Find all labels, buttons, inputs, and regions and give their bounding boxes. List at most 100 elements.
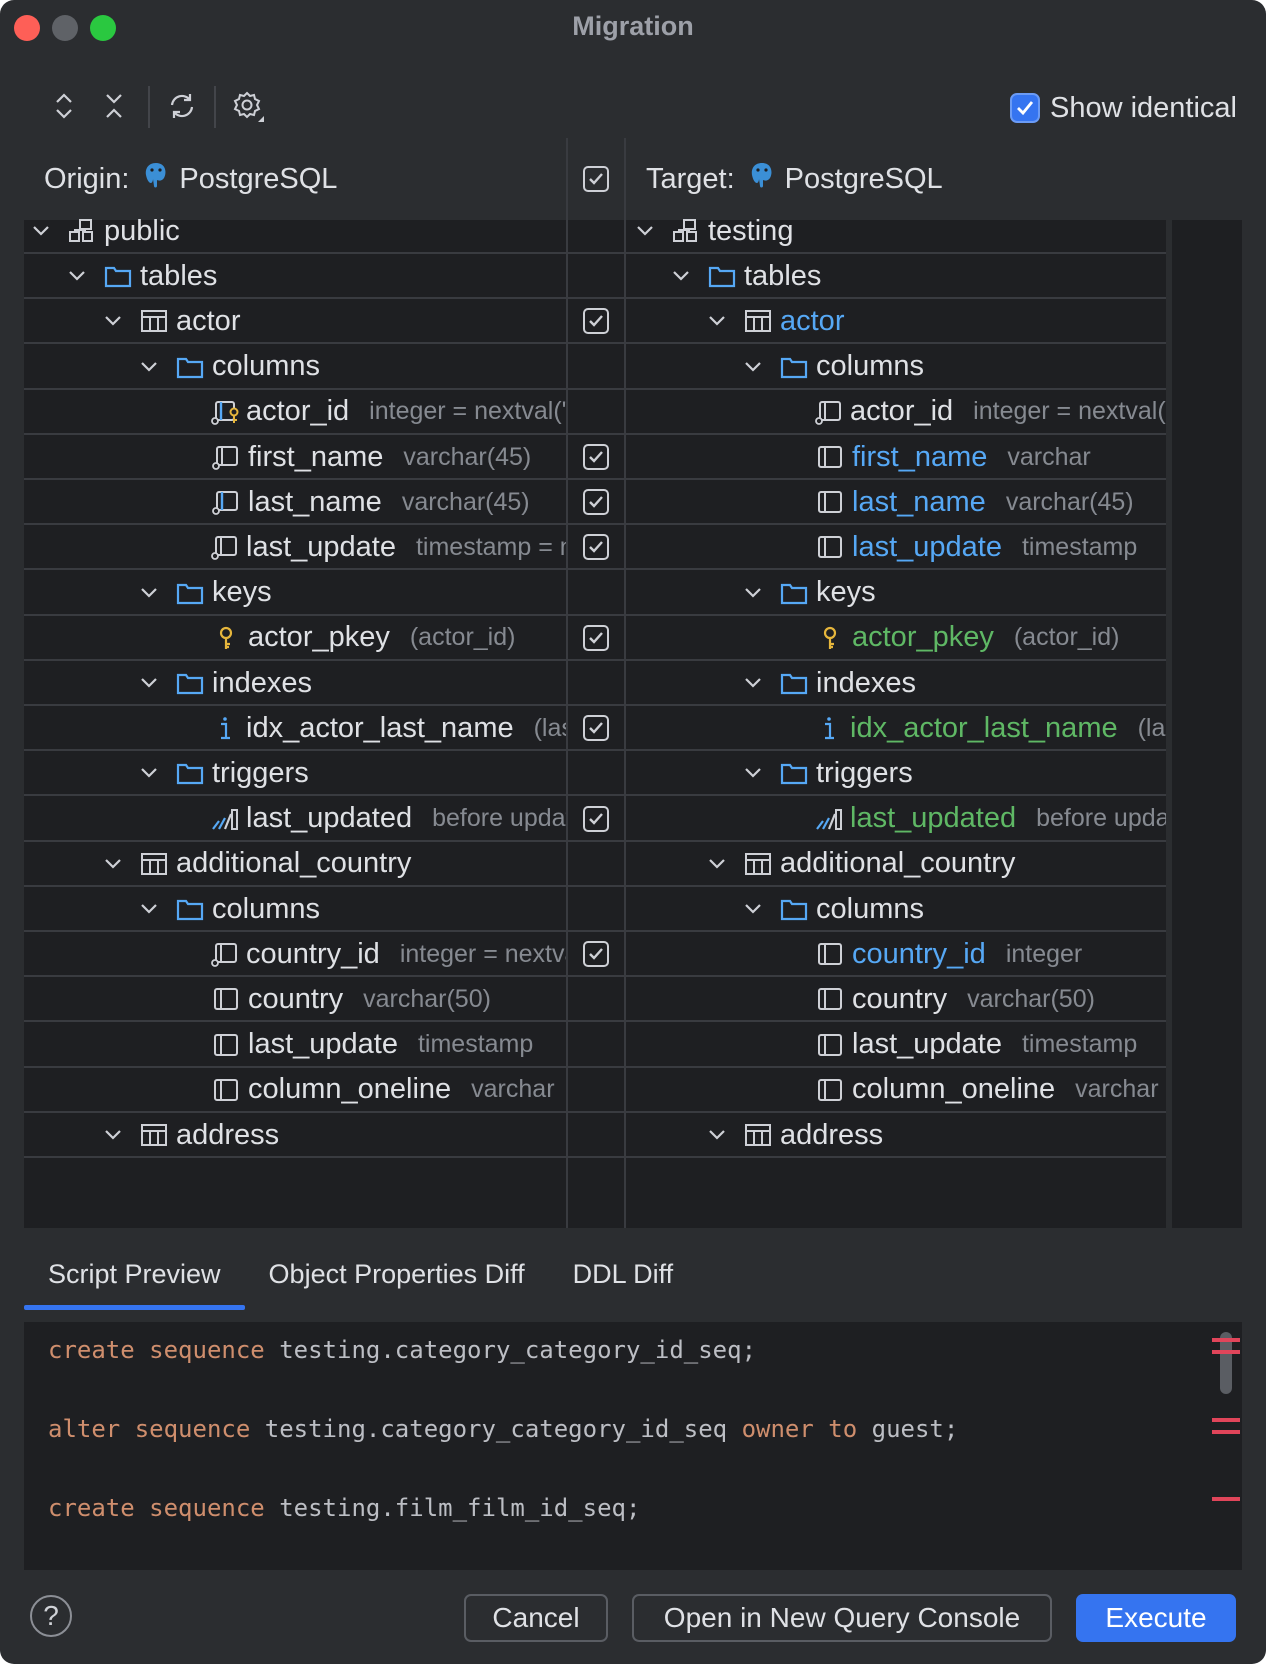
- show-identical-checkbox[interactable]: [1010, 93, 1040, 123]
- chevron-down-icon[interactable]: [102, 315, 124, 327]
- origin-tree-node[interactable]: triggers: [24, 750, 566, 796]
- chevron-down-icon[interactable]: [742, 587, 764, 599]
- row-checkbox[interactable]: [583, 489, 609, 516]
- help-button[interactable]: ?: [30, 1595, 72, 1637]
- chevron-down-icon[interactable]: [138, 767, 160, 779]
- chevron-down-icon[interactable]: [742, 903, 764, 915]
- tree-row[interactable]: actor_pkey(actor_id) actor_pkey(actor_id): [24, 615, 1166, 661]
- origin-tree-node[interactable]: indexes: [24, 660, 566, 706]
- target-tree-node[interactable]: testing: [626, 208, 1166, 254]
- swap-icon[interactable]: [164, 88, 200, 124]
- show-identical-toggle[interactable]: Show identical: [1010, 88, 1237, 128]
- origin-tree-node[interactable]: additional_country: [24, 841, 566, 887]
- open-in-new-query-console-button[interactable]: Open in New Query Console: [632, 1594, 1052, 1642]
- origin-tree-node[interactable]: columns: [24, 344, 566, 390]
- target-tree-node[interactable]: columns: [626, 886, 1166, 932]
- origin-tree-node[interactable]: keys: [24, 570, 566, 616]
- chevron-down-icon[interactable]: [670, 270, 692, 282]
- close-window-button[interactable]: [14, 15, 40, 41]
- origin-tree-node[interactable]: idx_actor_last_name(last_: [24, 705, 566, 751]
- chevron-down-icon[interactable]: [102, 1129, 124, 1141]
- editor-scrollbar[interactable]: [1220, 1332, 1232, 1394]
- target-tree-node[interactable]: indexes: [626, 660, 1166, 706]
- origin-tree-node[interactable]: tables: [24, 253, 566, 299]
- origin-tree-node[interactable]: address: [24, 1112, 566, 1158]
- row-checkbox[interactable]: [583, 624, 609, 651]
- target-tree-node[interactable]: tables: [626, 253, 1166, 299]
- tree-row[interactable]: tables tables: [24, 253, 1166, 300]
- row-checkbox[interactable]: [583, 534, 609, 561]
- chevron-down-icon[interactable]: [742, 767, 764, 779]
- origin-tree-node[interactable]: public: [24, 208, 566, 254]
- collapse-all-icon[interactable]: [96, 88, 132, 124]
- select-all-checkbox[interactable]: [583, 166, 609, 192]
- target-tree-node[interactable]: actor_pkey(actor_id): [626, 615, 1166, 661]
- tab-script-preview[interactable]: Script Preview: [24, 1238, 245, 1310]
- chevron-down-icon[interactable]: [634, 225, 656, 237]
- tree-row[interactable]: indexes indexes: [24, 660, 1166, 706]
- diff-marker[interactable]: [1212, 1497, 1240, 1501]
- origin-tree-node[interactable]: actor: [24, 298, 566, 344]
- chevron-down-icon[interactable]: [30, 225, 52, 237]
- tab-ddl-diff[interactable]: DDL Diff: [572, 1258, 674, 1289]
- chevron-down-icon[interactable]: [742, 677, 764, 689]
- target-tree-node[interactable]: address: [626, 1112, 1166, 1158]
- target-tree-node[interactable]: columns: [626, 344, 1166, 390]
- row-checkbox[interactable]: [583, 444, 609, 470]
- chevron-down-icon[interactable]: [706, 1129, 728, 1141]
- diff-marker[interactable]: [1212, 1430, 1240, 1434]
- expand-all-icon[interactable]: [46, 88, 82, 124]
- tree-scrollbar-track[interactable]: [1166, 138, 1172, 1228]
- diff-marker[interactable]: [1212, 1338, 1240, 1342]
- tree-row[interactable]: columns columns: [24, 886, 1166, 932]
- chevron-down-icon[interactable]: [102, 858, 124, 870]
- tree-row[interactable]: keys keys: [24, 570, 1166, 616]
- script-preview-editor[interactable]: create sequence testing.category_categor…: [24, 1322, 1242, 1570]
- tree-row[interactable]: columns columns: [24, 344, 1166, 390]
- chevron-down-icon[interactable]: [138, 587, 160, 599]
- row-checkbox[interactable]: [583, 941, 609, 968]
- target-tree-node[interactable]: idx_actor_last_name(last_: [626, 705, 1166, 751]
- chevron-down-icon[interactable]: [138, 903, 160, 915]
- origin-tree-node[interactable]: actor_pkey(actor_id): [24, 615, 566, 661]
- tree-row[interactable]: public testing: [24, 208, 1166, 254]
- tree-row[interactable]: address address: [24, 1112, 1166, 1158]
- minimize-window-button[interactable]: [52, 15, 78, 41]
- target-tree-node[interactable]: keys: [626, 570, 1166, 616]
- origin-tree-node[interactable]: columns: [24, 886, 566, 932]
- tab-object-properties-diff[interactable]: Object Properties Diff: [268, 1258, 525, 1289]
- execute-button[interactable]: Execute: [1076, 1594, 1236, 1642]
- tree-row[interactable]: idx_actor_last_name(last_ idx_actor_last_…: [24, 705, 1166, 752]
- settings-icon[interactable]: [230, 88, 266, 124]
